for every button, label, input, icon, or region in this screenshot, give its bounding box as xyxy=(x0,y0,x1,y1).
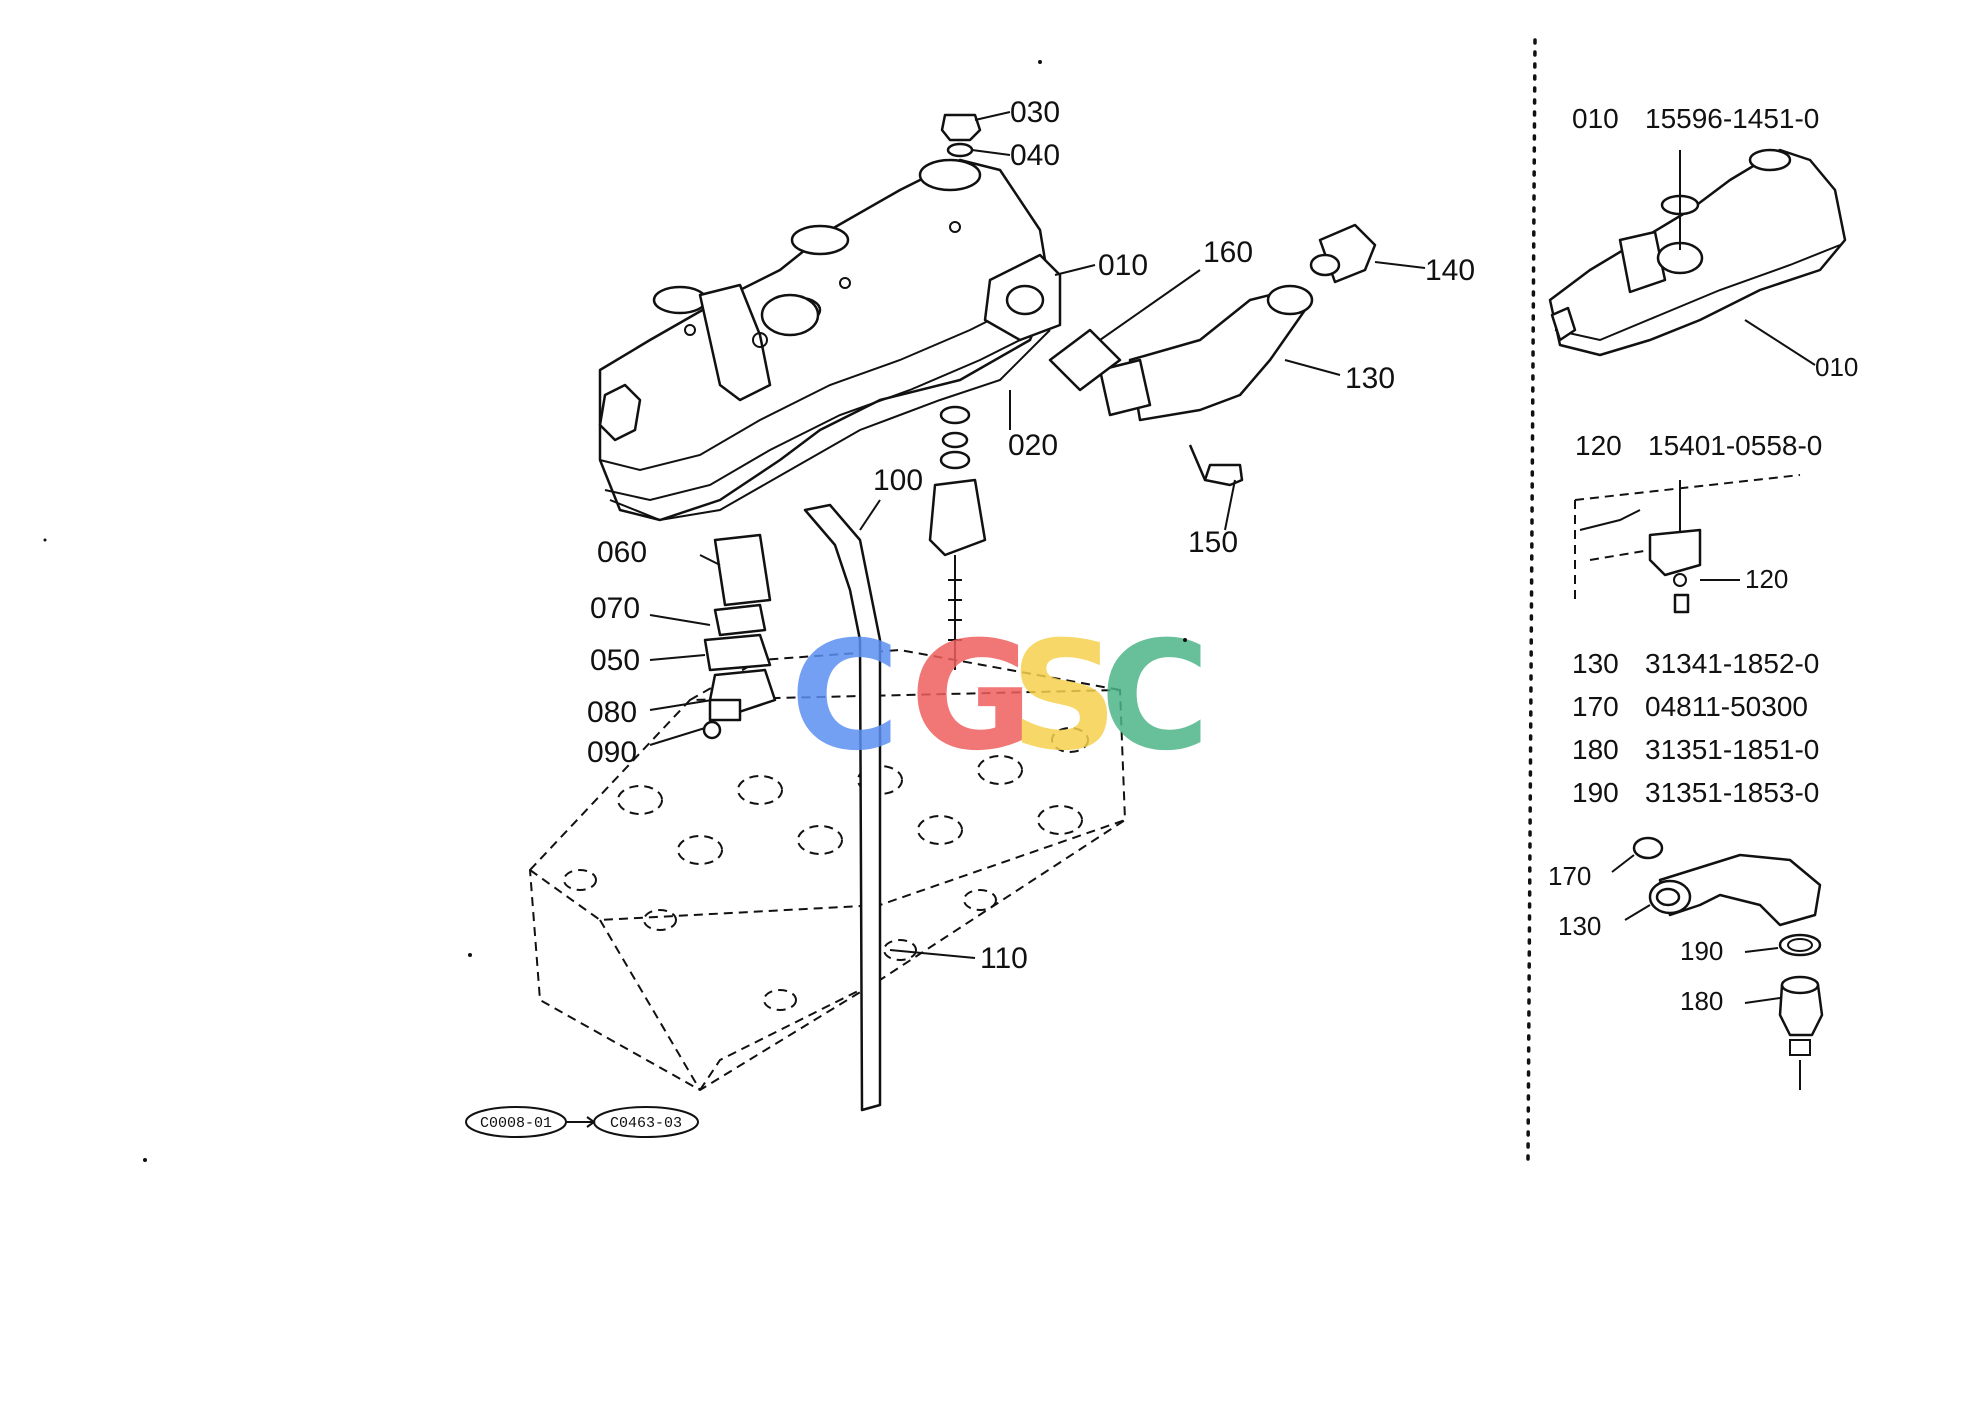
watermark-letter: C xyxy=(790,610,900,784)
detail-oil-filler-assembly xyxy=(1611,836,1824,1090)
part-number: 31341-1852-0 xyxy=(1645,648,1819,679)
callout-label: 040 xyxy=(1010,139,1060,172)
part-ref: 170 xyxy=(1572,691,1619,722)
bolt-part-150 xyxy=(1188,444,1244,487)
part-ref: 180 xyxy=(1572,734,1619,765)
ref-code-from: C0008-01 xyxy=(480,1115,552,1132)
callout-label: 130 xyxy=(1558,911,1601,941)
detail-hanger-bracket xyxy=(1574,474,1801,614)
callout-label: 010 xyxy=(1815,352,1858,382)
ref-code-to: C0463-03 xyxy=(610,1115,682,1132)
part-number: 15596-1451-0 xyxy=(1645,103,1819,134)
oil-filler-pipe-part-130 xyxy=(1098,284,1314,422)
callout-label: 130 xyxy=(1345,362,1395,395)
part-number: 31351-1853-0 xyxy=(1645,777,1819,808)
callout-label: 090 xyxy=(587,736,637,769)
callout-label: 120 xyxy=(1745,564,1788,594)
callout-label: 100 xyxy=(873,464,923,497)
cover-gasket-part-020 xyxy=(609,329,1051,522)
callout-label: 150 xyxy=(1188,526,1238,559)
scan-specks xyxy=(43,60,1187,1162)
callout-label: 080 xyxy=(587,696,637,729)
watermark-letter: C xyxy=(1100,610,1210,784)
gasket-part-160 xyxy=(1048,328,1122,392)
part-number: 15401-0558-0 xyxy=(1648,430,1822,461)
callout-label: 030 xyxy=(1010,96,1060,129)
watermark-letter: S xyxy=(1010,610,1118,784)
head-cover-part-010 xyxy=(598,158,1062,522)
filler-cap-part-140 xyxy=(1309,223,1377,284)
callout-label: 170 xyxy=(1548,861,1591,891)
callout-label: 010 xyxy=(1098,249,1148,282)
callout-label: 070 xyxy=(590,592,640,625)
part-ref: 190 xyxy=(1572,777,1619,808)
part-number: 31351-1851-0 xyxy=(1645,734,1819,765)
callout-label: 060 xyxy=(597,536,647,569)
part-number: 04811-50300 xyxy=(1645,691,1808,722)
callout-label: 190 xyxy=(1680,936,1723,966)
reference-codes: C0008-01 C0463-03 xyxy=(465,1106,699,1138)
callout-label: 160 xyxy=(1203,236,1253,269)
cap-nut-part-030 xyxy=(940,113,982,142)
callout-label: 180 xyxy=(1680,986,1723,1016)
callout-label: 110 xyxy=(980,942,1028,975)
callout-label: 050 xyxy=(590,644,640,677)
washer-part-040 xyxy=(946,142,974,158)
callout-leaders xyxy=(649,111,1426,959)
panel-divider xyxy=(1526,38,1537,1162)
watermark-letter: G xyxy=(910,610,1033,784)
breather-hose-part-110 xyxy=(803,503,882,1112)
breather-stud-assembly xyxy=(928,405,987,670)
part-ref: 120 xyxy=(1575,430,1622,461)
detail-head-cover xyxy=(1548,148,1847,366)
callout-label: 140 xyxy=(1425,254,1475,287)
part-ref: 010 xyxy=(1572,103,1619,134)
hanger-bracket-parts xyxy=(702,533,777,740)
cgsc-watermark: C G S C xyxy=(790,610,1210,784)
callout-label: 020 xyxy=(1008,429,1058,462)
part-ref: 130 xyxy=(1572,648,1619,679)
